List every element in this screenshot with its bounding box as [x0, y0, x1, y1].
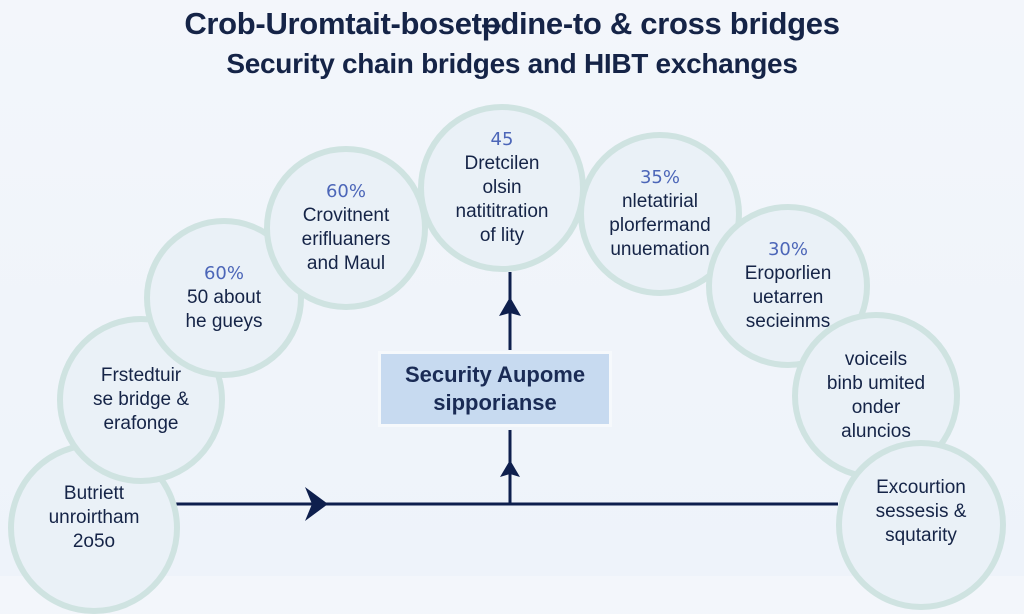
node-label: voiceils binb umited onder aluncios [826, 349, 926, 442]
node-percent: 35% [639, 166, 680, 188]
node-label: Eroporlien uetarren secieinms [744, 262, 832, 332]
node-label: Crovitnent erifluaners and Maul [301, 204, 391, 274]
right-arrow-icon [305, 487, 328, 521]
diagram-subtitle: Security chain bridges and HIBT exchange… [226, 48, 798, 79]
node-label: Butriett unroirtham 2o5o [48, 483, 140, 552]
node-label: Frstedtuir se bridge & erafonge [92, 365, 190, 434]
up-arrow-upper-icon [499, 297, 521, 316]
diagram-title: Crob-Uromtait-bosetᵽdine-to & cross brid… [184, 6, 840, 41]
node-label: Excourtion sessesis & squtarity [875, 477, 967, 546]
node-label: Dretcilen olsin natititration of lity [455, 152, 549, 246]
security-center-box: Security Aupome sipporianse [378, 351, 612, 427]
node-label: 50 about he gueys [185, 286, 263, 332]
connector-lines [176, 272, 838, 521]
node-percent: 30% [767, 238, 808, 260]
node-circle-5[interactable]: 45 Dretcilen olsin natititration of lity [418, 104, 586, 272]
node-percent: 60% [325, 180, 366, 202]
node-circle-9[interactable]: Excourtion sessesis & squtarity [836, 440, 1006, 610]
up-arrow-lower-icon [500, 460, 520, 477]
node-circle-4[interactable]: 60% Crovitnent erifluaners and Maul [264, 146, 428, 310]
node-percent: 60% [203, 262, 244, 284]
node-label: nletatirial plorfermand unuemation [609, 190, 711, 260]
node-percent: 45 [490, 128, 514, 150]
